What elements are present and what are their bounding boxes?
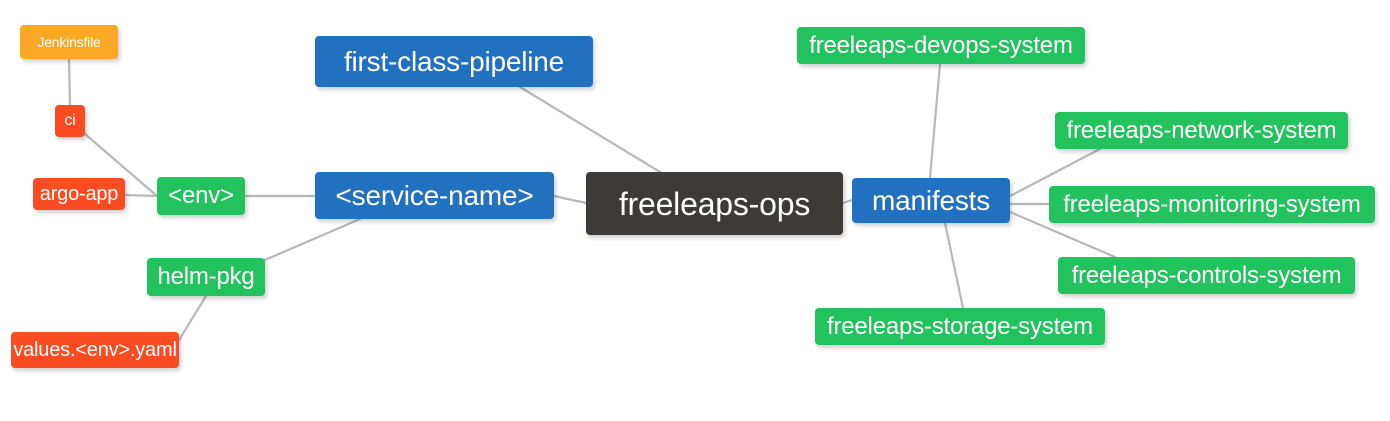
edge-helm-pkg-to-service-name <box>256 217 362 265</box>
node-freeleaps-devops-system[interactable]: freeleaps-devops-system <box>797 27 1085 64</box>
edge-first-class-pipeline-to-freeleaps-ops <box>518 85 662 174</box>
node-first-class-pipeline[interactable]: first-class-pipeline <box>315 36 593 87</box>
node-helm-pkg[interactable]: helm-pkg <box>147 258 265 296</box>
edge-argo-app-to-env <box>123 193 159 198</box>
edge-manifests-to-freeleaps-storage-system <box>943 221 965 310</box>
node-label-helm-pkg: helm-pkg <box>157 263 255 290</box>
node-service-name[interactable]: <service-name> <box>315 172 554 219</box>
node-ci[interactable]: ci <box>55 105 85 137</box>
node-jenkinsfile[interactable]: Jenkinsfile <box>20 25 118 59</box>
node-label-env: <env> <box>168 182 234 209</box>
node-freeleaps-ops[interactable]: freeleaps-ops <box>586 172 843 235</box>
node-label-argo-app: argo-app <box>39 183 119 205</box>
node-freeleaps-controls-system[interactable]: freeleaps-controls-system <box>1058 257 1355 294</box>
node-label-freeleaps-controls-system: freeleaps-controls-system <box>1071 261 1342 289</box>
node-freeleaps-monitoring-system[interactable]: freeleaps-monitoring-system <box>1049 186 1375 223</box>
node-label-freeleaps-devops-system: freeleaps-devops-system <box>809 31 1073 59</box>
node-freeleaps-network-system[interactable]: freeleaps-network-system <box>1055 112 1348 149</box>
node-manifests[interactable]: manifests <box>852 178 1010 223</box>
node-label-first-class-pipeline: first-class-pipeline <box>343 45 565 77</box>
edge-jenkinsfile-to-ci <box>67 57 72 107</box>
node-label-service-name: <service-name> <box>335 179 534 211</box>
node-label-freeleaps-storage-system: freeleaps-storage-system <box>827 312 1093 340</box>
node-label-freeleaps-ops: freeleaps-ops <box>618 185 811 222</box>
edge-freeleaps-ops-to-manifests <box>841 198 854 205</box>
node-label-manifests: manifests <box>871 184 991 216</box>
node-label-ci: ci <box>64 112 76 129</box>
node-label-freeleaps-network-system: freeleaps-network-system <box>1066 116 1337 144</box>
edge-manifests-to-freeleaps-devops-system <box>928 62 942 180</box>
node-label-freeleaps-monitoring-system: freeleaps-monitoring-system <box>1063 190 1361 218</box>
node-env[interactable]: <env> <box>157 177 245 215</box>
edge-service-name-to-freeleaps-ops <box>552 194 588 205</box>
node-values-env-yaml[interactable]: values.<env>.yaml <box>11 332 179 368</box>
node-freeleaps-storage-system[interactable]: freeleaps-storage-system <box>815 308 1105 345</box>
edge-values-env-yaml-to-helm-pkg <box>177 294 208 342</box>
node-argo-app[interactable]: argo-app <box>33 178 125 210</box>
node-label-values-env-yaml: values.<env>.yaml <box>13 339 177 361</box>
node-label-jenkinsfile: Jenkinsfile <box>37 34 101 50</box>
